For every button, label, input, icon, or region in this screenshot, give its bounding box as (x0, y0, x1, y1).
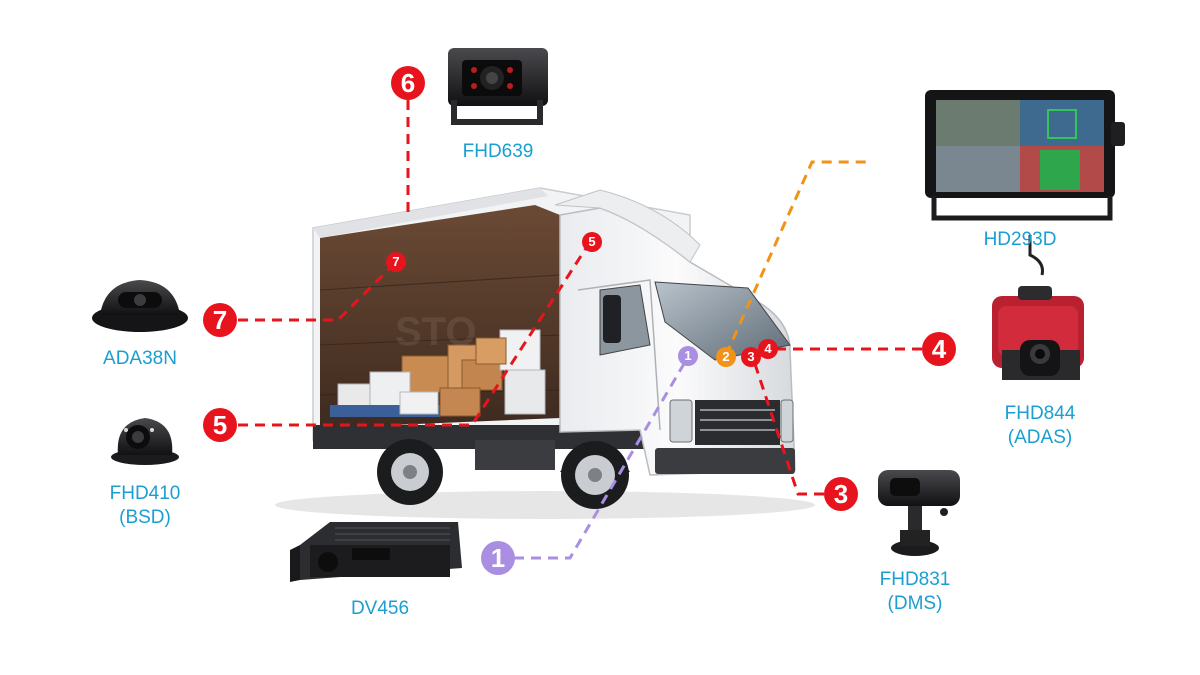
badge-1: 1 (481, 541, 515, 575)
connector-3 (750, 354, 824, 496)
fhd844-label: FHD844 (ADAS) (985, 402, 1095, 450)
watermark: STO (395, 310, 477, 354)
fhd831-sub: (DMS) (887, 593, 943, 614)
connector-5 (238, 241, 592, 427)
ada38n-name: ADA38N (103, 348, 177, 369)
fhd639-name: FHD639 (462, 141, 534, 162)
cargo-load (330, 329, 546, 417)
ada38n-label: ADA38N (90, 347, 190, 371)
hd293d-label: HD293D (970, 228, 1070, 252)
wheel-rear (377, 439, 443, 505)
badge-7: 7 (203, 303, 237, 337)
fhd844-sub: (ADAS) (1007, 427, 1073, 448)
badge-5: 5 (203, 408, 237, 442)
badge-3-mount: 3 (741, 347, 761, 367)
fhd639-label: FHD639 (448, 140, 548, 164)
wheel-front (561, 441, 629, 509)
badge-7-mount: 7 (386, 252, 406, 272)
fhd410-camera-image (111, 418, 179, 465)
fhd639-camera-image (448, 48, 548, 125)
fhd410-sub: (BSD) (119, 507, 171, 528)
badge-1-mount: 1 (678, 346, 698, 366)
badge-6: 6 (391, 66, 425, 100)
fhd831-label: FHD831 (DMS) (860, 568, 970, 616)
badge-5-mount: 5 (582, 232, 602, 252)
dv456-name: DV456 (350, 598, 410, 619)
connector-7 (238, 260, 398, 322)
badge-2-mount: 2 (716, 347, 736, 367)
hd293d-name: HD293D (983, 229, 1057, 250)
badge-4-mount: 4 (758, 339, 778, 359)
fhd844-camera-image (992, 235, 1084, 380)
badge-4: 4 (922, 332, 956, 366)
ada38n-camera-image (92, 280, 188, 332)
fhd410-name: FHD410 (109, 483, 181, 504)
dv456-label: DV456 (330, 597, 430, 621)
fhd831-name: FHD831 (879, 569, 951, 590)
hd293d-monitor-image (925, 90, 1125, 221)
connector-2 (724, 160, 870, 356)
badge-3: 3 (824, 477, 858, 511)
fhd831-camera-image (878, 470, 960, 556)
fhd410-label: FHD410 (BSD) (90, 482, 200, 530)
connector-1 (514, 356, 690, 560)
fhd844-name: FHD844 (1004, 403, 1076, 424)
dv456-recorder-image (290, 522, 462, 582)
